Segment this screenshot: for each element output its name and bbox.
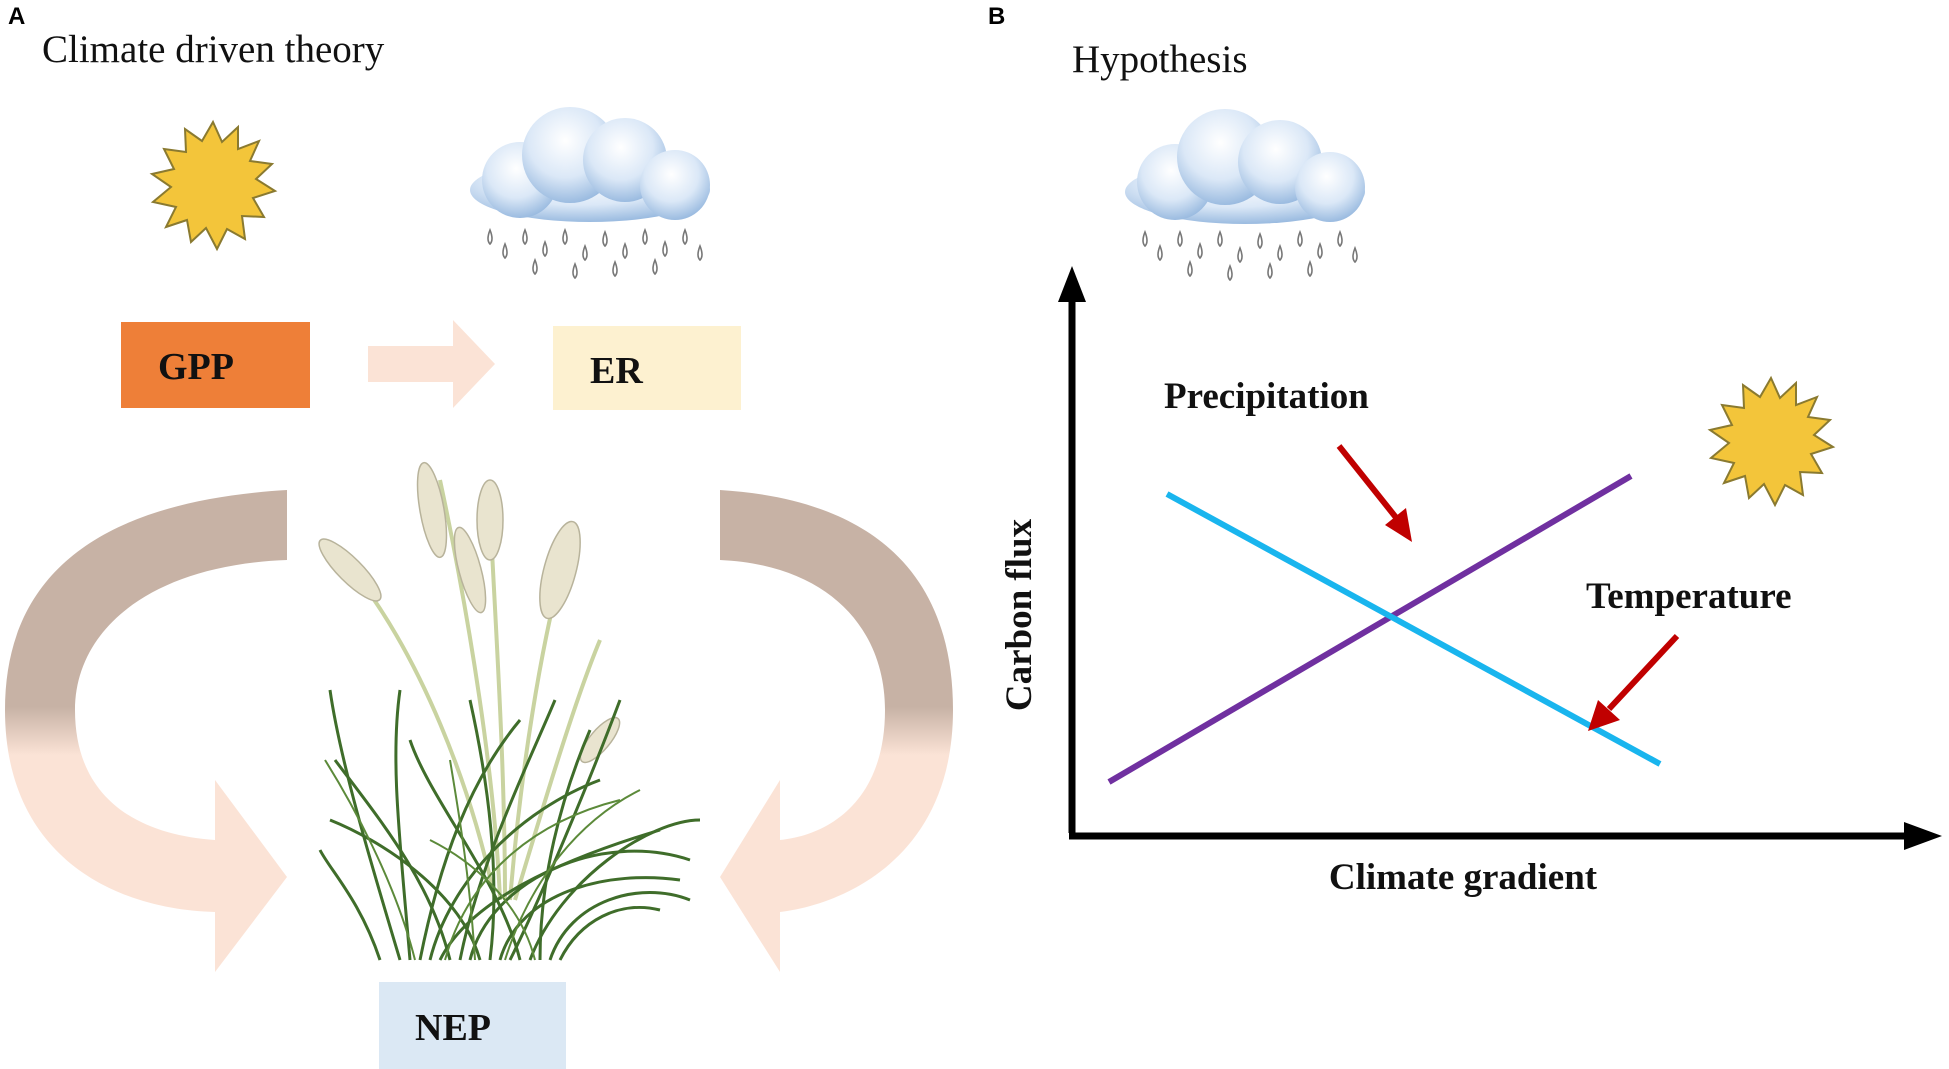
left-curved-arrow <box>5 490 287 972</box>
y-axis-arrowhead <box>1058 266 1086 302</box>
chart-axes <box>1058 266 1942 850</box>
grass-plant-icon <box>318 461 701 961</box>
sun-icon <box>151 121 276 250</box>
gpp-to-er-arrow <box>368 320 495 408</box>
nep-label: NEP <box>415 1007 491 1049</box>
rain-cloud-icon <box>469 106 711 279</box>
panel-b: B Hypothesis Precipitation Temperature C… <box>988 3 1942 898</box>
nep-box <box>379 982 566 1069</box>
sun-icon <box>1709 377 1834 506</box>
x-axis-label: Climate gradient <box>1329 857 1598 898</box>
rain-cloud-icon <box>1124 108 1366 281</box>
gpp-box <box>121 322 310 408</box>
panel-b-title: Hypothesis <box>1072 38 1248 81</box>
precipitation-line <box>1107 473 1633 785</box>
temperature-pointer-arrow <box>1588 633 1680 731</box>
panel-a-title: Climate driven theory <box>42 28 385 71</box>
precipitation-pointer-arrow <box>1336 444 1412 542</box>
er-label: ER <box>590 350 643 392</box>
panel-a: A Climate driven theory GPP ER <box>5 3 953 1069</box>
precipitation-label: Precipitation <box>1164 376 1369 417</box>
x-axis-arrowhead <box>1904 822 1942 850</box>
er-box <box>553 326 741 410</box>
y-axis-label: Carbon flux <box>999 518 1040 711</box>
temperature-label: Temperature <box>1586 576 1792 617</box>
temperature-line <box>1165 491 1662 767</box>
right-curved-arrow <box>720 490 953 972</box>
panel-a-letter: A <box>8 3 25 30</box>
panel-b-letter: B <box>988 3 1005 30</box>
gpp-label: GPP <box>158 346 234 388</box>
